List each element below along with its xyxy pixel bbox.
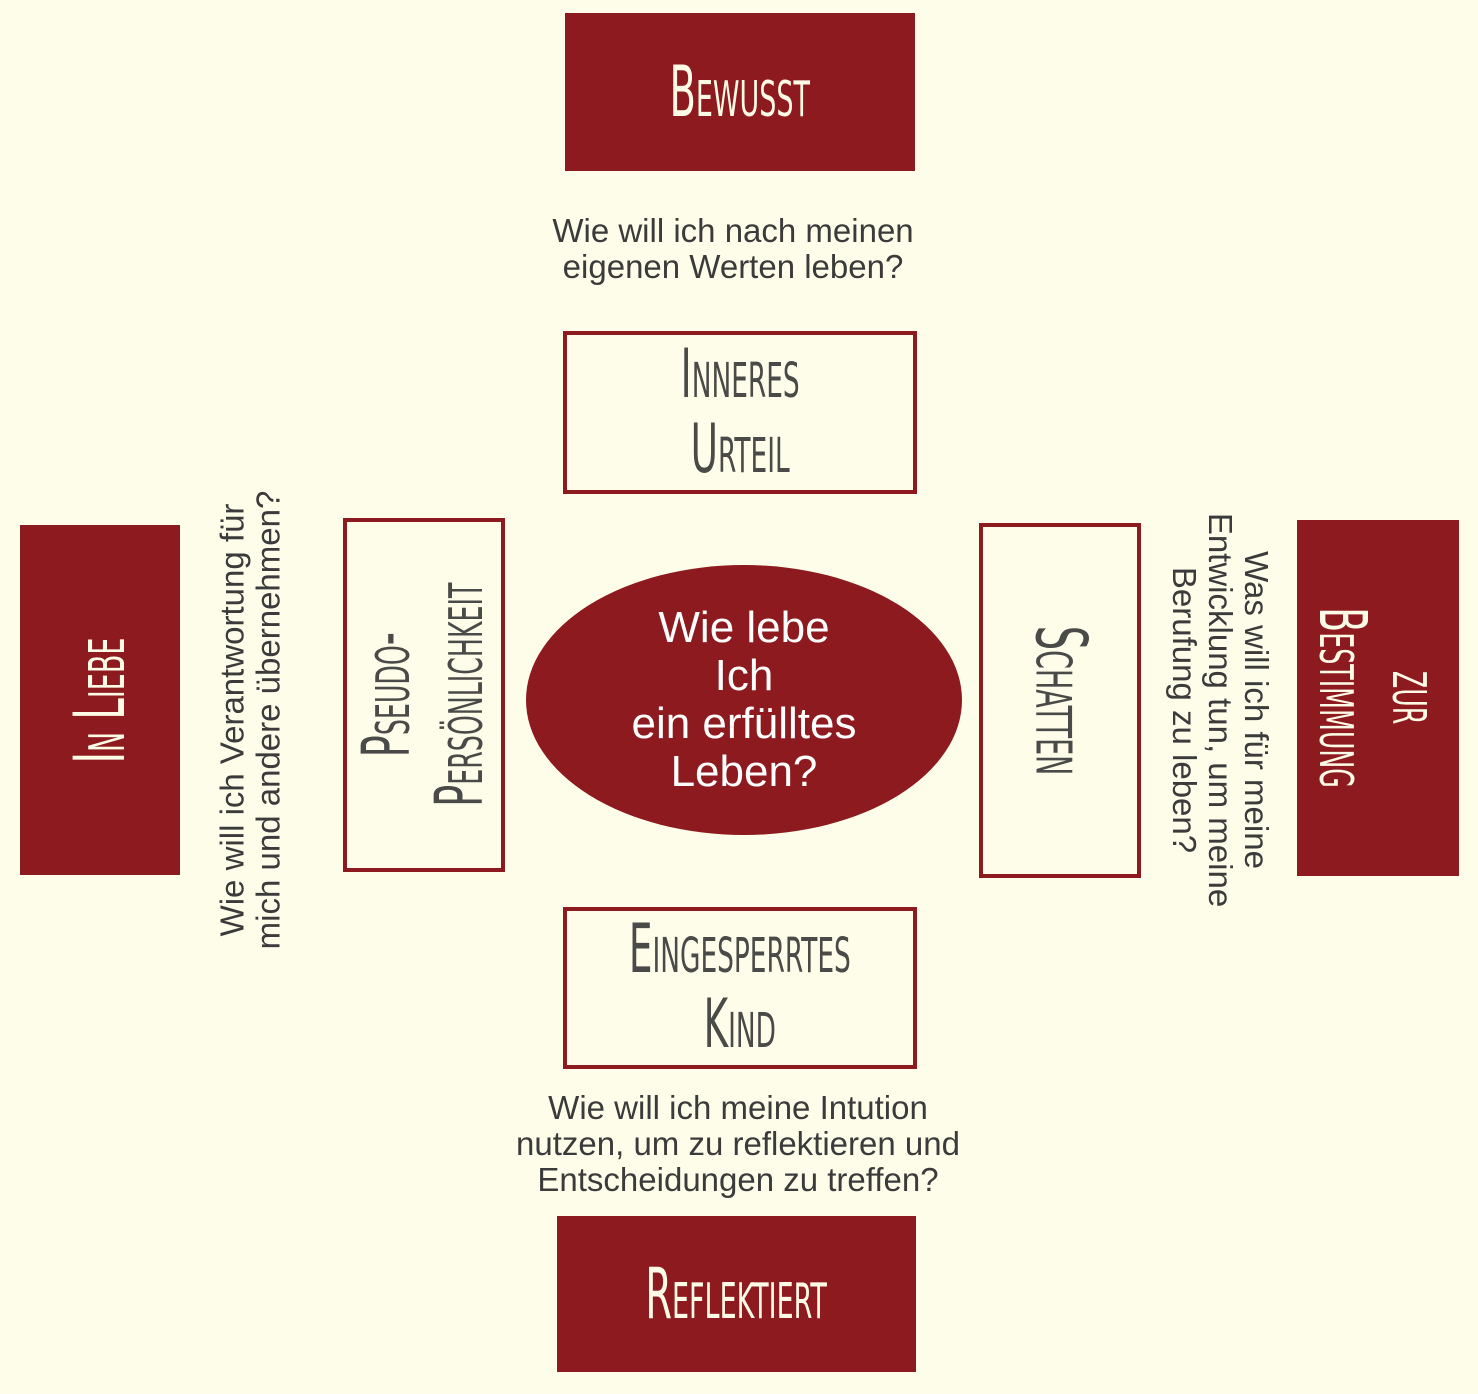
question-line: Berufung zu leben?: [1165, 566, 1203, 854]
label-line: zur: [1376, 671, 1454, 725]
label-eingesperrtes-kind: Eingesperrtes Kind: [629, 910, 851, 1064]
box-inneres-urteil: Inneres Urteil: [563, 331, 917, 494]
center-line: Wie lebe: [658, 603, 830, 652]
box-reflektiert: Reflektiert: [557, 1216, 916, 1372]
label-zur-bestimmung: zur Bestimmung: [1304, 607, 1454, 789]
question-bottom: Wie will ich meine Intution nutzen, um z…: [388, 1090, 1088, 1198]
label-pseudo: Pseudo- Persönlichkeit: [348, 582, 499, 808]
box-pseudo-persoenlichkeit: Pseudo- Persönlichkeit: [343, 518, 505, 872]
question-top: Wie will ich nach meinen eigenen Werten …: [433, 213, 1033, 285]
label-line: Urteil: [690, 409, 790, 489]
label-inneres-urteil: Inneres Urteil: [680, 334, 800, 489]
label-line: Eingesperrtes: [629, 910, 851, 990]
box-eingesperrtes-kind: Eingesperrtes Kind: [563, 907, 917, 1069]
center-line: Ich: [714, 651, 774, 700]
box-schatten: Schatten: [979, 523, 1141, 878]
box-bewusst: Bewusst: [565, 13, 915, 171]
question-line: Entscheidungen zu treffen?: [537, 1161, 939, 1198]
question-line: Wie will ich meine Intution: [548, 1089, 928, 1126]
question-line: Wie will ich Verantwortung für: [213, 503, 250, 937]
label-line: Pseudo-: [348, 632, 426, 758]
box-in-liebe: In Liebe: [20, 525, 180, 875]
label-reflektiert: Reflektiert: [645, 1252, 828, 1335]
label-line: Persönlichkeit: [421, 582, 499, 808]
question-line: nutzen, um zu reflektieren und: [516, 1125, 960, 1162]
question-line: Wie will ich nach meinen: [552, 212, 914, 249]
question-line: mich und andere übernehmen?: [249, 490, 286, 950]
label-line: Kind: [703, 985, 777, 1064]
center-question: Wie lebe Ich ein erfülltes Leben?: [526, 565, 962, 835]
center-line: ein erfülltes: [631, 699, 857, 748]
label-line: Inneres: [680, 334, 800, 414]
question-line: Was will ich für meine: [1237, 551, 1275, 869]
question-line: Entwicklung tun, um meine: [1201, 512, 1239, 908]
center-line: Leben?: [670, 747, 818, 796]
box-zur-bestimmung: zur Bestimmung: [1297, 520, 1459, 876]
question-line: eigenen Werten leben?: [562, 248, 904, 285]
label-bewusst: Bewusst: [669, 50, 811, 133]
label-line: Bestimmung: [1304, 607, 1381, 789]
